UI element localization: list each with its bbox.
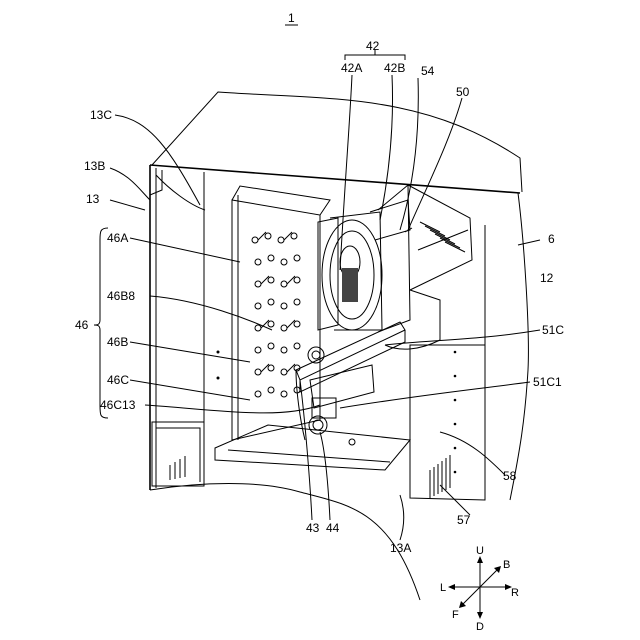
- label-13A: 13A: [390, 541, 411, 555]
- duct-louvers: [418, 222, 468, 252]
- direction-back: B: [503, 559, 510, 571]
- duct: [378, 185, 472, 349]
- label-46B8: 46B8: [107, 289, 135, 303]
- label-44: 44: [326, 521, 340, 535]
- label-43: 43: [306, 521, 320, 535]
- direction-left: L: [440, 582, 446, 594]
- direction-compass: U D L R F B: [440, 545, 519, 633]
- label-46: 46: [75, 318, 89, 332]
- label-46A: 46A: [107, 231, 128, 245]
- label-12: 12: [540, 271, 554, 285]
- label-46B: 46B: [107, 335, 128, 349]
- direction-right: R: [511, 587, 519, 599]
- direction-front: F: [452, 609, 459, 621]
- label-13C: 13C: [90, 108, 112, 122]
- label-51C: 51C: [542, 323, 564, 337]
- label-54: 54: [421, 64, 435, 78]
- label-58: 58: [503, 469, 517, 483]
- figure-reference: 1: [285, 11, 298, 25]
- label-46C13: 46C13: [100, 398, 136, 412]
- label-50: 50: [456, 85, 470, 99]
- tube-stubs: [258, 232, 295, 372]
- label-13: 13: [86, 192, 100, 206]
- figure-number: 1: [288, 11, 295, 25]
- label-46C: 46C: [107, 373, 129, 387]
- label-13B: 13B: [84, 159, 105, 173]
- direction-up: U: [476, 545, 484, 557]
- panel-58-dots: [454, 351, 457, 474]
- label-57: 57: [457, 513, 471, 527]
- label-51C1: 51C1: [533, 375, 562, 389]
- label-6: 6: [548, 232, 555, 246]
- label-42: 42: [366, 39, 380, 53]
- left-grille: [170, 456, 185, 480]
- tube-holes: [252, 233, 300, 397]
- direction-down: D: [476, 621, 484, 633]
- fan-assembly: [318, 200, 410, 330]
- label-42A: 42A: [341, 61, 362, 75]
- label-42B: 42B: [384, 61, 405, 75]
